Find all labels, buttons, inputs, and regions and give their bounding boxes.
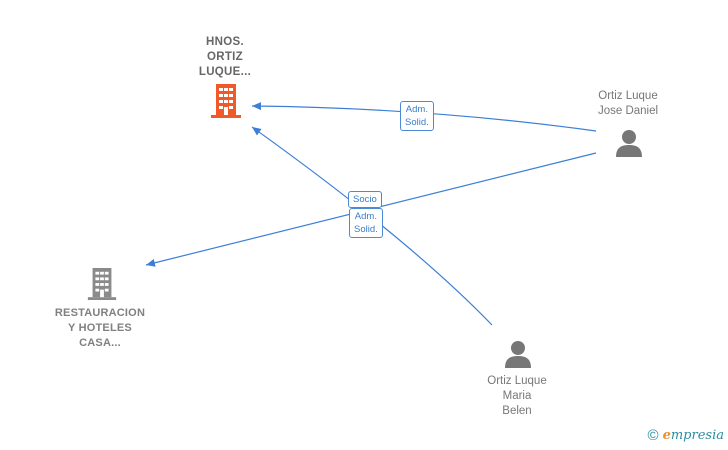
- edge-label-adm-solid-top-line-1: Adm.: [405, 104, 428, 115]
- company-hnos-line-3: LUQUE...: [198, 66, 252, 78]
- person-icon[interactable]: [503, 339, 533, 374]
- edge-label-adm-solid-mid[interactable]: Adm. Solid.: [349, 208, 383, 238]
- person-jose-daniel-label: Ortiz Luque Jose Daniel: [578, 89, 678, 119]
- empresia-logo-rest: mpresia: [670, 428, 724, 443]
- person-icon[interactable]: [614, 128, 644, 163]
- person-jose-daniel-line-1: Ortiz Luque: [598, 90, 658, 102]
- empresia-logo: empresia: [663, 428, 724, 443]
- building-icon[interactable]: [86, 266, 118, 307]
- person-jose-daniel-line-2: Jose Daniel: [597, 105, 659, 117]
- edge-label-adm-solid-mid-line-1: Adm.: [354, 211, 377, 222]
- edge-label-socio-line-1: Socio: [353, 194, 377, 205]
- person-maria-belen-label: Ortiz Luque Maria Belen: [467, 374, 567, 419]
- edge-label-adm-solid-mid-line-2: Solid.: [354, 224, 378, 235]
- company-restauracion-line-1: RESTAURACION: [54, 307, 146, 319]
- empresia-logo-initial: e: [662, 428, 671, 443]
- company-hnos-line-2: ORTIZ: [207, 51, 243, 63]
- person-maria-belen-line-3: Belen: [502, 405, 532, 417]
- edge-label-adm-solid-top-line-2: Solid.: [405, 117, 429, 128]
- edge-maria-to-hnos[interactable]: [251, 126, 493, 326]
- company-restauracion-line-2: Y HOTELES: [68, 322, 132, 334]
- company-restauracion-label: RESTAURACION Y HOTELES CASA...: [40, 306, 160, 351]
- edge-label-adm-solid-top[interactable]: Adm. Solid.: [400, 101, 434, 131]
- person-maria-belen-line-1: Ortiz Luque: [487, 375, 547, 387]
- company-restauracion-line-3: CASA...: [79, 337, 121, 349]
- empresia-watermark: © empresia: [648, 427, 724, 444]
- company-hnos-label: HNOS. ORTIZ LUQUE...: [180, 35, 270, 80]
- company-hnos-line-1: HNOS.: [206, 36, 244, 48]
- copyright-symbol: ©: [647, 427, 659, 444]
- person-maria-belen-line-2: Maria: [502, 390, 532, 402]
- edge-label-socio[interactable]: Socio: [348, 191, 382, 208]
- building-icon[interactable]: [209, 83, 243, 124]
